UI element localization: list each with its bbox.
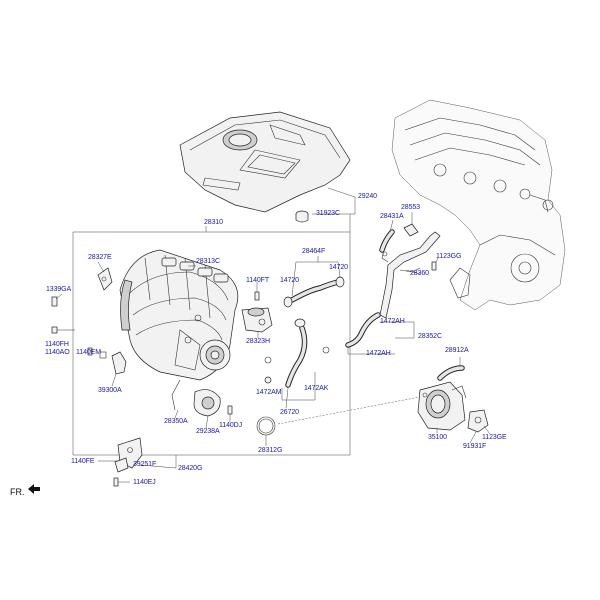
- engine-cover-29240: [179, 111, 351, 213]
- callout-14720-left: 14720: [280, 277, 299, 284]
- callout-1339GA: 1339GA: [46, 286, 72, 293]
- gasket-28312G: [256, 416, 276, 436]
- bolt-1140FT: [254, 291, 260, 301]
- gasket-28313C: [161, 257, 229, 283]
- callout-1140DJ: 1140DJ: [219, 422, 243, 429]
- sensor-39300A: [99, 351, 127, 375]
- callout-29240: 29240: [358, 193, 377, 200]
- callout-1472AH-upper: 1472AH: [380, 318, 405, 325]
- callout-1123GE: 1123GE: [482, 434, 507, 441]
- callout-28323H: 28323H: [246, 338, 270, 345]
- callout-91931F: 91931F: [463, 443, 487, 450]
- callout-14720-right: 14720: [329, 264, 348, 271]
- bracket-91931F: [467, 409, 489, 433]
- callout-1123GG: 1123GG: [436, 253, 462, 260]
- callout-28310: 28310: [204, 219, 223, 226]
- bolt-1123GG: [431, 261, 437, 271]
- callout-31923C: 31923C: [316, 210, 340, 217]
- callout-29238A: 29238A: [196, 428, 220, 435]
- callout-1140EJ: 1140EJ: [133, 479, 156, 486]
- callout-28350A: 28350A: [164, 418, 188, 425]
- callout-28553: 28553: [401, 204, 420, 211]
- engine-block-illustration: [391, 99, 566, 311]
- callout-1140FT: 1140FT: [246, 277, 270, 284]
- callout-1140EM: 1140EM: [76, 349, 101, 356]
- pipe-28360: [379, 231, 441, 319]
- clamp-1472AM: [264, 376, 272, 384]
- callout-1140FH: 1140FH: [45, 341, 69, 348]
- leader-lines: [55, 187, 491, 483]
- bracket-28420G: [114, 437, 143, 473]
- callout-28912A: 28912A: [445, 347, 469, 354]
- direction-marker-label: FR.: [10, 487, 25, 497]
- callout-28420G: 28420G: [178, 465, 203, 472]
- callout-1472AM: 1472AM: [256, 389, 282, 396]
- actuator-28350A: [171, 379, 221, 417]
- intake-manifold-28310: [119, 249, 239, 381]
- alignment-line: [277, 395, 426, 425]
- bolt-1140FH: [51, 326, 75, 334]
- callout-28312G: 28312G: [258, 447, 283, 454]
- callout-26720: 26720: [280, 409, 299, 416]
- callout-1472AK: 1472AK: [304, 385, 329, 392]
- hose-28912A: [437, 365, 465, 381]
- hose-28431A: [379, 229, 395, 253]
- callout-1472AH-lower: 1472AH: [366, 350, 391, 357]
- bracket-28327E: [97, 267, 113, 291]
- callout-39251F: 39251F: [133, 461, 157, 468]
- hose-28464F: [283, 276, 345, 308]
- front-arrow-icon: [28, 484, 40, 494]
- clamp-28553: [403, 223, 419, 237]
- bolt-1140EJ: [113, 477, 119, 487]
- callout-28431A: 28431A: [380, 213, 404, 220]
- callout-1140FE: 1140FE: [71, 458, 95, 465]
- hose-26720: [264, 318, 330, 388]
- hose-28352C: [345, 312, 381, 348]
- assembly-boundary: [72, 231, 351, 456]
- nut-31923C: [295, 210, 309, 223]
- bolt-1140DJ: [227, 405, 233, 415]
- callout-28313C: 28313C: [196, 258, 220, 265]
- throttle-body-35100: [417, 381, 467, 431]
- callout-28327E: 28327E: [88, 254, 112, 261]
- callout-28352C: 28352C: [418, 333, 442, 340]
- callout-28360: 28360: [410, 270, 429, 277]
- valve-28323H: [241, 307, 273, 333]
- callout-39300A: 39300A: [98, 387, 122, 394]
- callout-35100: 35100: [428, 434, 447, 441]
- bolt-1339GA: [51, 296, 58, 307]
- callout-28464F: 28464F: [302, 248, 326, 255]
- callout-1140AO: 1140AO: [45, 349, 70, 356]
